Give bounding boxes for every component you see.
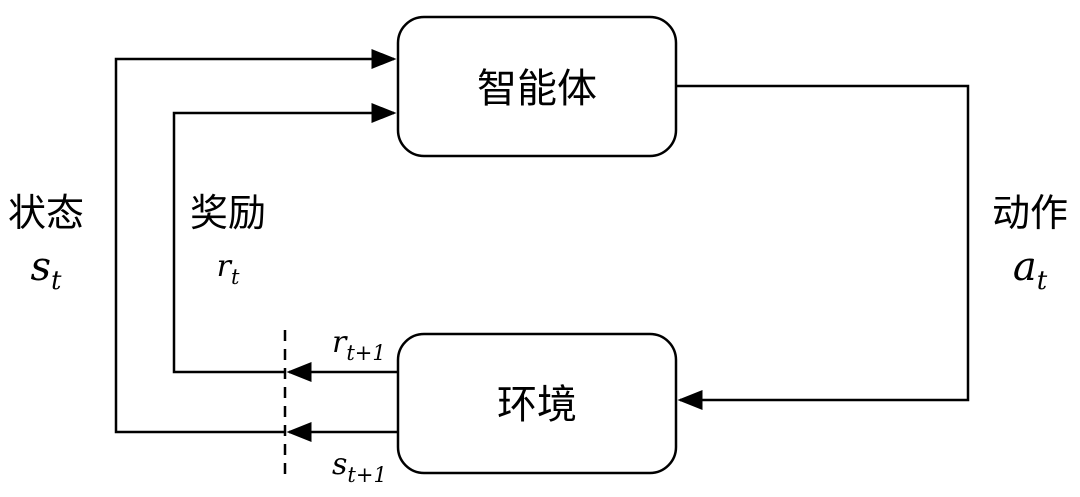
- environment-box: [396, 332, 678, 475]
- action-label-group: 动作 at: [992, 191, 1068, 296]
- reward-label: 奖励: [190, 191, 266, 235]
- reward-feedback-arrow: [172, 103, 397, 374]
- state-label: 状态: [8, 191, 84, 235]
- reward-label-group: 奖励 rt: [190, 191, 266, 289]
- state-symbol: st: [31, 244, 63, 296]
- next-state-symbol: st+1: [332, 447, 387, 487]
- agent-label: 智能体: [477, 66, 597, 112]
- state-label-group: 状态 st: [8, 191, 84, 296]
- agent-node: 智能体: [396, 15, 678, 158]
- environment-label: 环境: [497, 382, 577, 428]
- action-arrow: [676, 84, 970, 410]
- state-feedback-arrow: [114, 49, 397, 434]
- action-label: 动作: [992, 191, 1068, 235]
- action-symbol: at: [1013, 244, 1048, 296]
- environment-node: 环境: [396, 332, 678, 475]
- reward-symbol: rt: [217, 249, 240, 289]
- next-reward-symbol: rt+1: [332, 325, 386, 365]
